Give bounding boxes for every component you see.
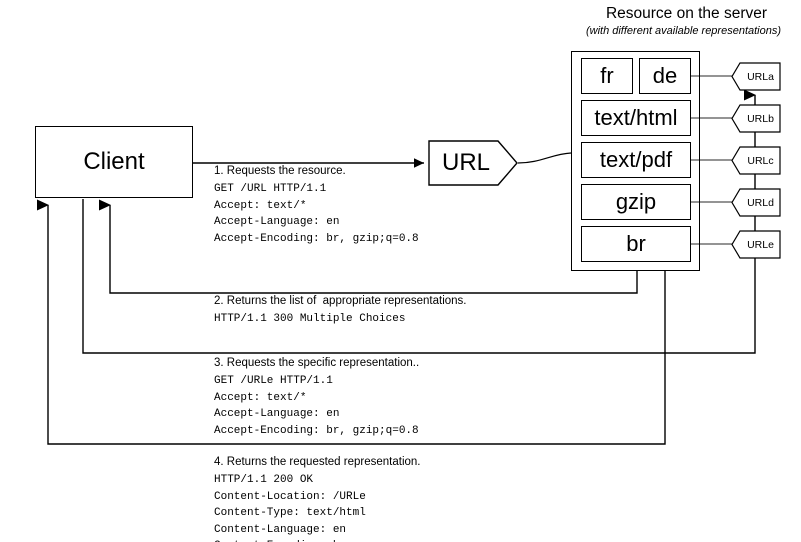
representation-box-br[interactable]: br [581,226,691,262]
representation-label-br: br [626,231,646,256]
server-subtitle: (with different available representation… [585,25,782,37]
url-tag-d-shape [731,188,781,217]
step-1-title: 1. Requests the resource. [214,165,346,177]
step-2-body: HTTP/1.1 300 Multiple Choices [214,313,406,325]
representation-label-fr: fr [600,63,614,88]
server-frame [571,51,700,271]
representation-label-gzip: gzip [615,189,657,214]
url-tag-b-label: URLb [747,112,774,125]
representation-label-de: de [652,63,678,88]
representation-box-fr[interactable]: fr [581,58,633,94]
flow-line-url-to-server [517,152,572,164]
representation-box-gzip[interactable]: gzip [581,184,691,220]
url-tag-b[interactable]: URLb [731,104,781,133]
step-2-title: 2. Returns the list of appropriate repre… [214,295,467,307]
url-tag-e-label: URLe [747,238,774,251]
url-node[interactable]: URL [428,140,518,186]
url-tag-c[interactable]: URLc [731,146,781,175]
url-tag-c-shape [731,146,781,175]
step-3-body: GET /URLe HTTP/1.1 Accept: text/* Accept… [214,375,419,437]
client-box[interactable]: Client [35,126,193,198]
step-4-block: 4. Returns the requested representation.… [214,455,421,542]
step-3-title: 3. Requests the specific representation.… [214,357,420,369]
representation-box-text-pdf[interactable]: text/pdf [581,142,691,178]
representation-label-text-html: text/html [594,105,678,130]
step-3-block: 3. Requests the specific representation.… [214,356,419,439]
step-1-block: 1. Requests the resource. GET /URL HTTP/… [214,164,419,247]
url-tag-a-label: URLa [747,70,774,83]
step-4-body: HTTP/1.1 200 OK Content-Location: /URLe … [214,474,366,542]
client-label: Client [83,148,145,175]
url-tag-b-shape [731,104,781,133]
representation-box-de[interactable]: de [639,58,691,94]
representation-label-text-pdf: text/pdf [599,147,673,172]
url-tag-d-label: URLd [747,196,774,209]
representation-box-text-html[interactable]: text/html [581,100,691,136]
url-node-shape [428,140,518,186]
step-2-block: 2. Returns the list of appropriate repre… [214,294,467,328]
url-tag-e-shape [731,230,781,259]
server-title: Resource on the server [605,5,768,22]
url-node-label: URL [441,149,490,176]
url-tag-e[interactable]: URLe [731,230,781,259]
url-tag-c-label: URLc [747,154,774,167]
url-tag-a-shape [731,62,781,91]
step-1-body: GET /URL HTTP/1.1 Accept: text/* Accept-… [214,183,419,245]
url-tag-a[interactable]: URLa [731,62,781,91]
url-tag-d[interactable]: URLd [731,188,781,217]
step-4-title: 4. Returns the requested representation. [214,456,421,468]
